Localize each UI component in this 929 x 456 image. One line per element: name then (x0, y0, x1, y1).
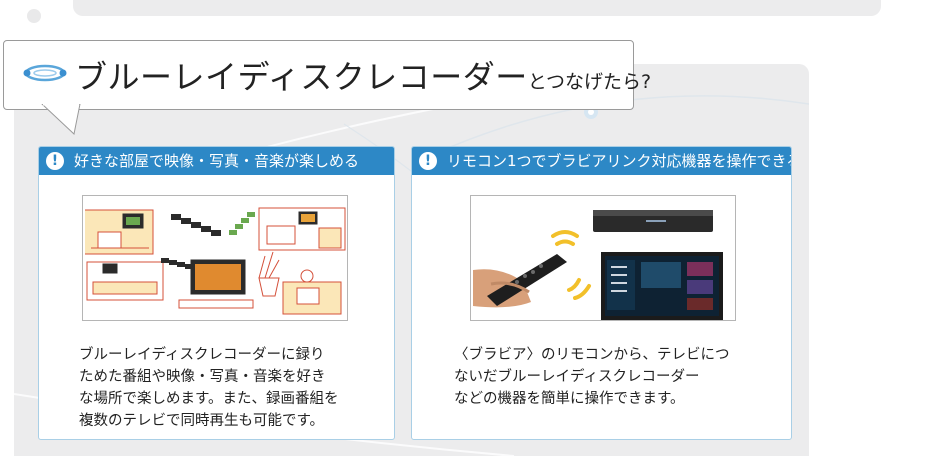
card-description: 〈ブラビア〉のリモコンから、テレビにつ ないだブルーレイディスクレコーダー など… (454, 344, 730, 410)
disc-link-icon (23, 64, 67, 82)
feature-card-remote: ! リモコン1つでブラビアリンク対応機器を操作できる (411, 146, 792, 440)
card-title: リモコン1つでブラビアリンク対応機器を操作できる (447, 152, 792, 170)
description-line: ためた番組や映像・写真・音楽を好き (79, 369, 326, 385)
description-line: ブルーレイディスクレコーダーに録り (79, 347, 325, 363)
description-line: 〈ブラビア〉のリモコンから、テレビにつ (454, 347, 730, 363)
card-description: ブルーレイディスクレコーダーに録り ためた番組や映像・写真・音楽を好き な場所で… (79, 344, 339, 432)
card-header: ! リモコン1つでブラビアリンク対応機器を操作できる (412, 147, 791, 175)
remote-control-photo (470, 195, 736, 321)
description-line: ないだブルーレイディスクレコーダー (454, 369, 700, 385)
rooms-illustration (82, 195, 348, 321)
headline-main: ブルーレイディスクレコーダー (75, 58, 528, 96)
top-bar (73, 0, 881, 16)
headline-bubble (3, 40, 634, 110)
description-line: な場所で楽しめます。また、録画番組を (79, 391, 339, 407)
card-header: ! 好きな部屋で映像・写真・音楽が楽しめる (39, 147, 394, 175)
decorative-dot (27, 9, 41, 23)
exclamation-icon: ! (46, 152, 64, 170)
page-headline: ブルーレイディスクレコーダーとつなげたら? (75, 55, 651, 104)
card-title: 好きな部屋で映像・写真・音楽が楽しめる (74, 152, 360, 170)
bubble-tail (41, 104, 81, 135)
headline-suffix: とつなげたら? (527, 71, 652, 93)
feature-card-rooms: ! 好きな部屋で映像・写真・音楽が楽しめる (38, 146, 395, 440)
description-line: などの機器を簡単に操作できます。 (454, 391, 685, 407)
exclamation-icon: ! (419, 152, 437, 170)
description-line: 複数のテレビで同時再生も可能です。 (79, 413, 325, 429)
